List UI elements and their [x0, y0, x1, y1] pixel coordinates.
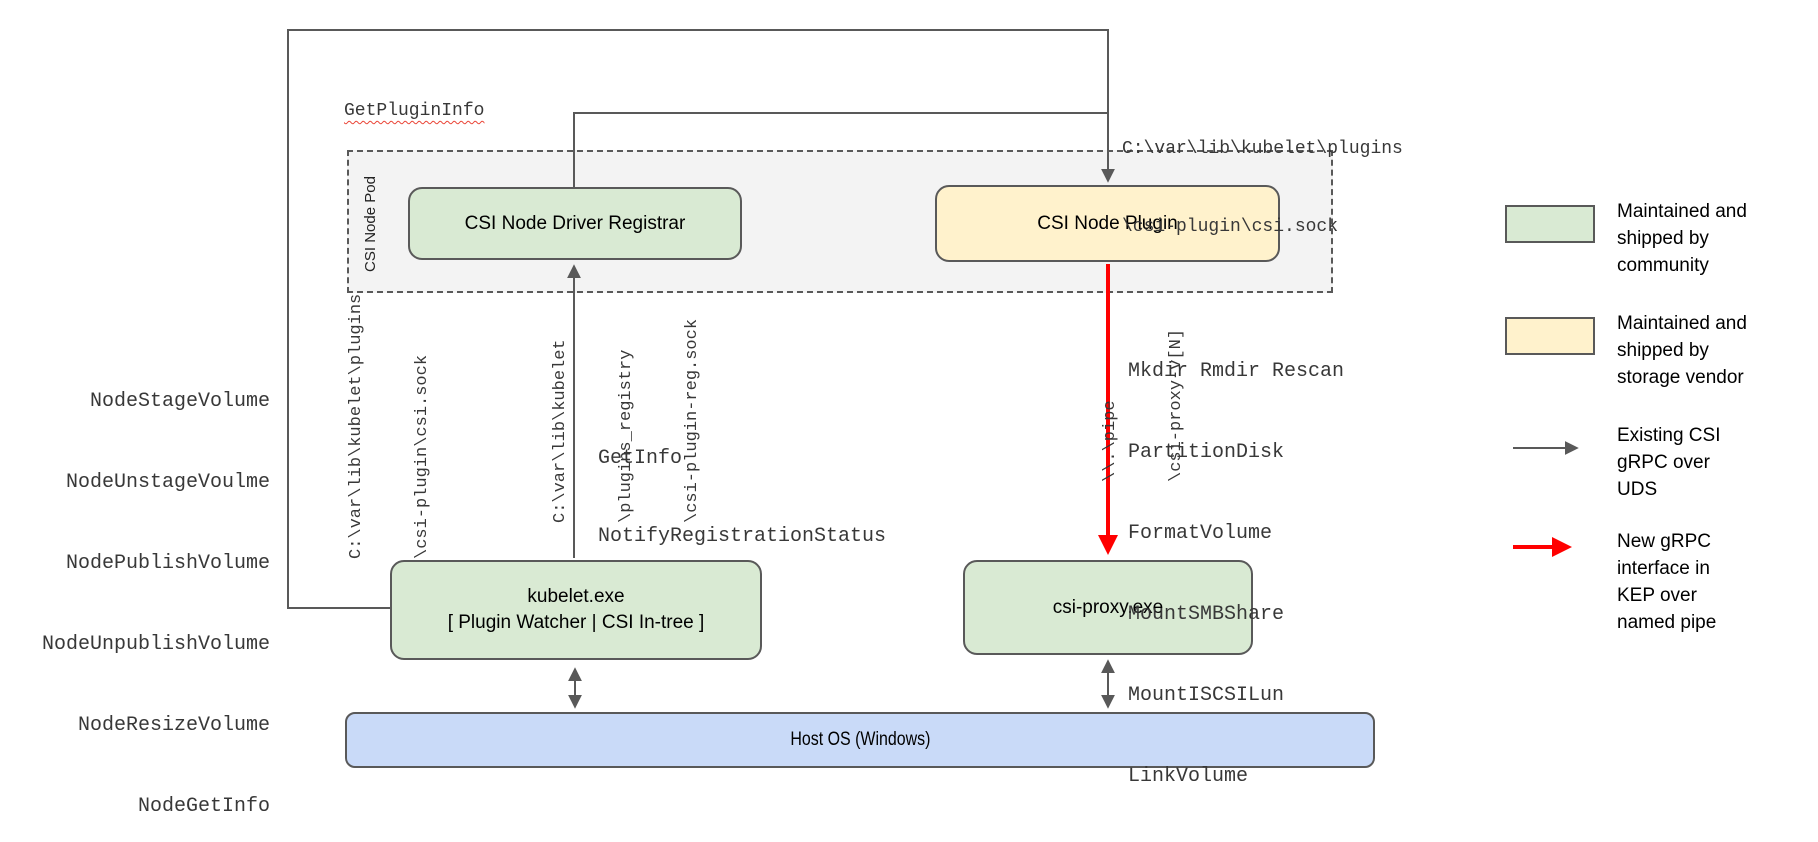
- legend-community-label: Maintained and shipped by community: [1617, 201, 1747, 276]
- list-item: MountSMBShare: [1128, 603, 1285, 626]
- registrar-label: CSI Node Driver Registrar: [464, 212, 686, 234]
- list-item: Mkdir Rmdir Rescan: [1128, 360, 1345, 383]
- registration-calls-label: GetInfo NotifyRegistrationStatus: [598, 447, 887, 548]
- named-pipe-path-vertical-label: \\.\pipe \csi-proxy-v[N]: [1101, 328, 1186, 482]
- legend-new-grpc-label: New gRPC interface in KEP over named pip…: [1617, 531, 1717, 633]
- list-item: NodeStageVolume: [89, 390, 270, 413]
- legend-existing-grpc-label: Existing CSI gRPC over UDS: [1617, 425, 1721, 500]
- kubelet-label-line1: kubelet.exe: [527, 586, 625, 607]
- list-item: NodeResizeVolume: [77, 714, 270, 737]
- csi-node-plugin-box: CSI Node Plugin: [935, 185, 1280, 262]
- registrar-sock-path-vertical-label: C:\var\lib\kubelet \plugins_registry \cs…: [551, 318, 702, 523]
- list-item: NodePublishVolume: [65, 552, 270, 575]
- connector-registrar-getplugininfo: [573, 112, 1107, 187]
- list-item: PartitionDisk: [1128, 441, 1285, 464]
- getplugininfo-label: GetPluginInfo: [344, 101, 485, 121]
- csi-proxy-label: csi-proxy.exe: [1052, 596, 1164, 618]
- kubelet-label-line2: [ Plugin Watcher | CSI In-tree ]: [447, 612, 705, 633]
- connector-kubelet-to-plugin: [287, 29, 1115, 609]
- csi-proxy-box: csi-proxy.exe: [963, 560, 1253, 655]
- csi-node-pod-label: CSI Node Pod: [362, 176, 379, 272]
- legend-community-swatch: [1505, 205, 1595, 243]
- host-os-box: Host OS (Windows): [345, 712, 1375, 768]
- host-os-label: Host OS (Windows): [789, 729, 931, 750]
- list-item: NodeUnstageVoulme: [65, 471, 270, 494]
- legend-storage-vendor-label: Maintained and shipped by storage vendor: [1617, 313, 1747, 388]
- csi-proxy-calls-list: Mkdir Rmdir Rescan PartitionDisk FormatV…: [1128, 304, 1344, 842]
- plugin-label: CSI Node Plugin: [1037, 212, 1178, 234]
- list-item: LinkVolume: [1128, 765, 1249, 788]
- list-item: MountISCSILun: [1128, 684, 1285, 707]
- list-item: FormatVolume: [1128, 522, 1273, 545]
- legend-storage-vendor-swatch: [1505, 317, 1595, 355]
- kubelet-box: kubelet.exe [ Plugin Watcher | CSI In-tr…: [390, 560, 762, 660]
- kubelet-node-calls-list: NodeStageVolume NodeUnstageVoulme NodePu…: [30, 334, 270, 842]
- kubelet-sock-path-vertical-label: C:\var\lib\kubelet\plugins \csi-plugin\c…: [347, 293, 432, 559]
- csi-sock-path-label: C:\var\lib\kubelet\plugins \csi-plugin\c…: [1122, 139, 1403, 237]
- list-item: NodeGetInfo: [137, 795, 270, 818]
- csi-node-driver-registrar-box: CSI Node Driver Registrar: [408, 187, 742, 260]
- list-item: NodeUnpublishVolume: [41, 633, 270, 656]
